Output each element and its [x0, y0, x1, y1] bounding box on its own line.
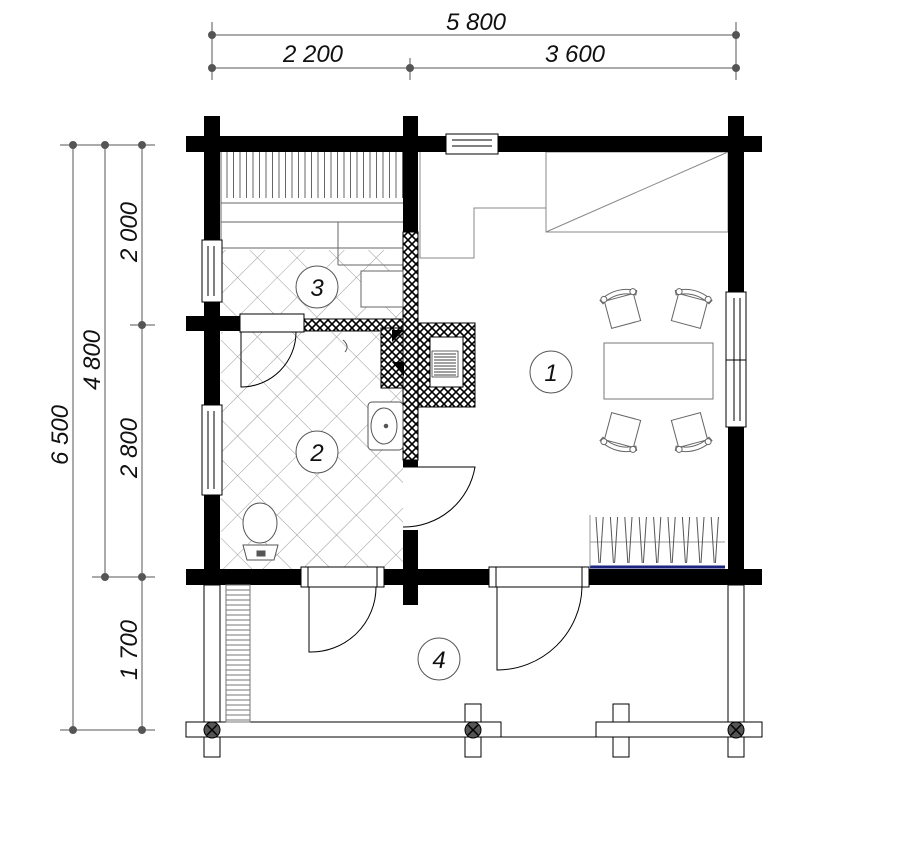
chairs — [599, 288, 713, 453]
room-number-2: 2 — [309, 440, 323, 467]
stair-outline — [545, 151, 729, 233]
washbasin — [367, 401, 404, 451]
dim-left-mid: 2 800 — [116, 417, 143, 479]
terrace-steps — [225, 584, 251, 723]
room-number-4: 4 — [432, 647, 445, 674]
chair — [599, 288, 642, 329]
stove-masonry — [303, 231, 476, 461]
room-marker-4: 4 — [417, 637, 461, 681]
room-number-1: 1 — [544, 360, 557, 387]
shower-tap-icon — [342, 339, 348, 353]
terrace — [185, 584, 763, 758]
dim-top-left: 2 200 — [282, 41, 344, 68]
doors — [240, 331, 590, 671]
dimension-lines — [60, 22, 740, 734]
dim-left-total: 6 500 — [47, 404, 74, 465]
sauna-benches — [220, 152, 403, 266]
dim-top-right: 3 600 — [545, 41, 606, 68]
dim-left-bottom: 1 700 — [116, 619, 143, 680]
dim-left-middle: 4 800 — [79, 329, 106, 390]
room-number-3: 3 — [310, 275, 324, 302]
chair — [670, 288, 713, 329]
room-marker-3: 3 — [295, 265, 339, 309]
sofa-bench — [589, 515, 725, 569]
dim-top-total: 5 800 — [446, 9, 507, 36]
toilet — [242, 502, 279, 561]
room-marker-2: 2 — [295, 430, 339, 474]
table — [603, 342, 714, 400]
room-marker-1: 1 — [529, 350, 573, 394]
stove-step-outline — [419, 152, 547, 259]
heater-box — [360, 270, 404, 308]
chair — [599, 412, 642, 453]
dim-left-top: 2 000 — [116, 201, 143, 263]
windows — [207, 139, 746, 489]
posts — [203, 721, 745, 739]
chair — [670, 412, 713, 453]
